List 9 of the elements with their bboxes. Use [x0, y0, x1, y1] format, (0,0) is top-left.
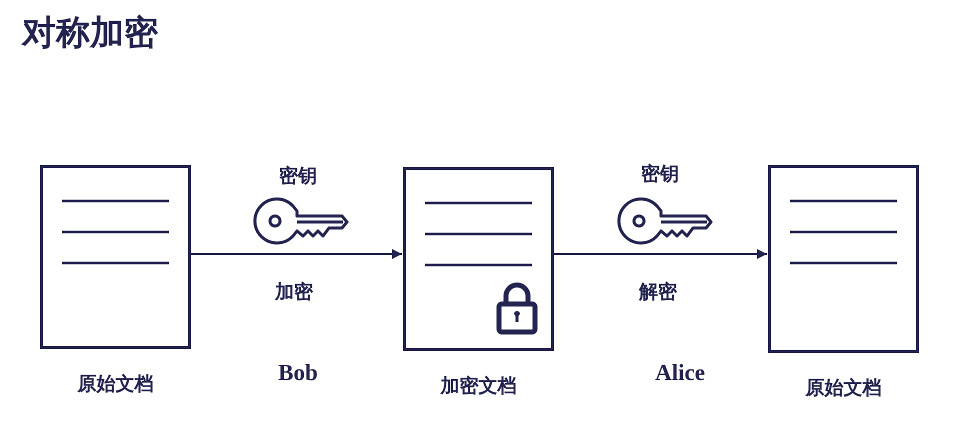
document-caption: 加密文档	[440, 374, 516, 399]
document-caption: 原始文档	[78, 372, 154, 397]
document-box	[40, 165, 191, 349]
document-box	[403, 167, 554, 351]
title: 对称加密	[22, 12, 158, 55]
document-box	[768, 165, 919, 353]
arrow	[554, 249, 767, 259]
document-caption: 原始文档	[806, 376, 882, 401]
arrow	[191, 249, 402, 259]
